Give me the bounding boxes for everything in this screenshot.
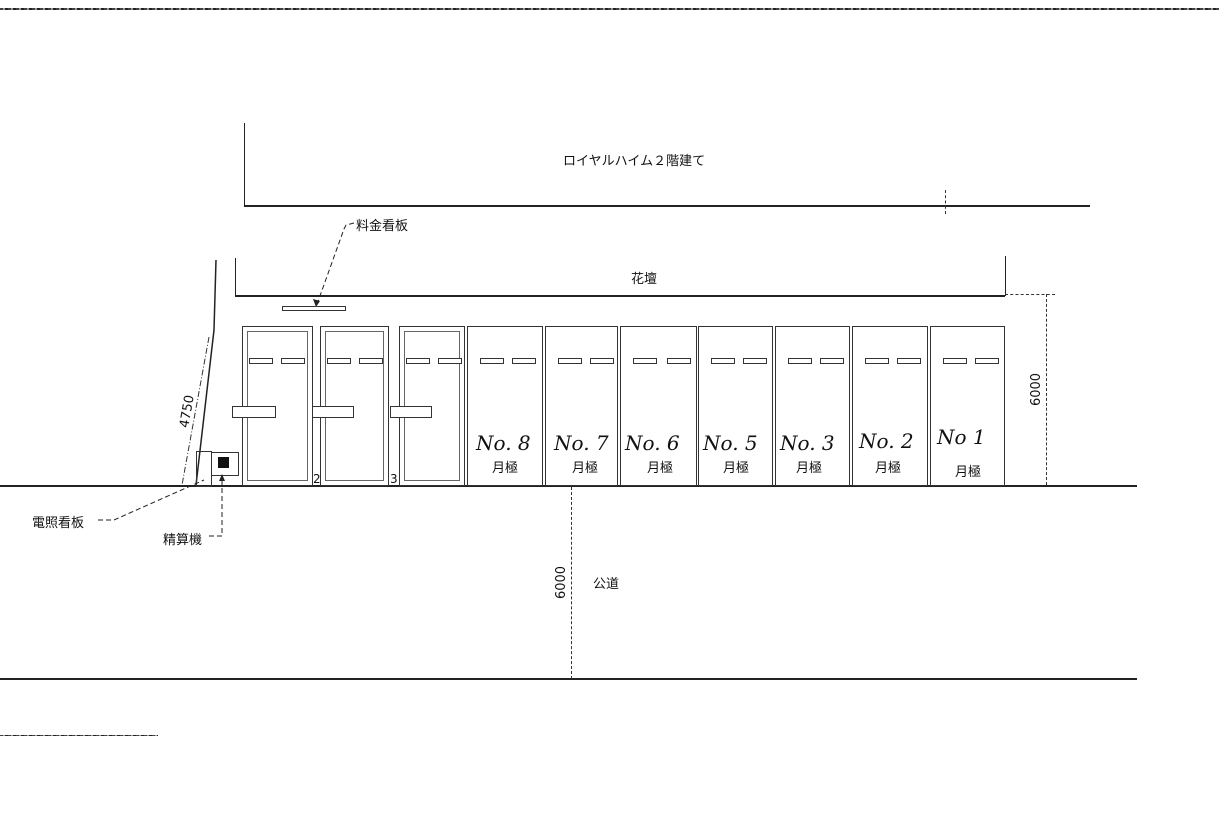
stall-no6-monthly: 月極 <box>647 461 674 476</box>
parking-stall-no7[interactable]: No. 7 月極 <box>545 326 618 486</box>
stall-no8-number: No. 8 <box>476 431 531 455</box>
road-label: 公道 <box>593 577 620 592</box>
stall-no3-monthly: 月極 <box>796 461 823 476</box>
left-boundary <box>181 259 217 486</box>
fee-sign-label: 料金看板 <box>356 219 409 234</box>
parking-stall-no3[interactable]: No. 3 月極 <box>775 326 850 486</box>
dim-right: 6000 <box>1029 372 1045 407</box>
building-left-wall <box>244 123 245 206</box>
dim-right-line <box>1046 294 1047 485</box>
lit-sign-label: 電照看板 <box>32 516 85 531</box>
parking-stall-no5[interactable]: No. 5 月極 <box>698 326 773 486</box>
stall-no7-monthly: 月極 <box>572 461 599 476</box>
stall-number-2: 2 <box>313 472 321 486</box>
road-edge <box>0 678 1137 680</box>
stall-no2-number: No. 2 <box>859 429 914 453</box>
dim-right-ext <box>1005 294 1055 295</box>
building-label: ロイヤルハイム２階建て <box>563 154 706 169</box>
scan-edge-top <box>0 8 1219 10</box>
stall-no1-number: No 1 <box>937 425 986 449</box>
parking-stall-no8[interactable]: No. 8 月極 <box>467 326 543 486</box>
fee-sign <box>282 306 346 311</box>
building-bottom-wall <box>244 205 1090 207</box>
lock-bar-3 <box>390 406 432 418</box>
flowerbed-left <box>235 258 236 296</box>
stall-no5-monthly: 月極 <box>723 461 750 476</box>
parking-stall-no6[interactable]: No. 6 月極 <box>620 326 697 486</box>
building-marker <box>945 190 946 214</box>
payment-machine-leader <box>209 474 225 537</box>
lock-bar-2 <box>312 406 354 418</box>
parking-stall-no2[interactable]: No. 2 月極 <box>852 326 928 486</box>
parking-stall-no1[interactable]: No 1 月極 <box>930 326 1005 486</box>
scan-edge-bottom <box>0 735 158 736</box>
fee-sign-leader <box>313 222 355 308</box>
payment-machine-label: 精算機 <box>163 533 203 548</box>
stall-no7-number: No. 7 <box>554 431 609 455</box>
flowerbed-bottom <box>235 295 1005 297</box>
payment-machine-screen <box>218 457 229 468</box>
parking-stall-coin-1[interactable] <box>242 326 313 486</box>
stall-no2-monthly: 月極 <box>875 461 902 476</box>
flowerbed-label: 花壇 <box>631 272 658 287</box>
lock-bar-1 <box>232 406 276 418</box>
dim-road-line <box>571 487 572 679</box>
payment-machine <box>211 452 239 476</box>
dim-road: 6000 <box>554 565 570 600</box>
stall-no8-monthly: 月極 <box>492 461 519 476</box>
stall-no5-number: No. 5 <box>703 431 758 455</box>
stall-no1-monthly: 月極 <box>955 465 982 480</box>
lit-sign-leader <box>98 479 205 521</box>
stall-no3-number: No. 3 <box>780 431 835 455</box>
stall-number-3: 3 <box>390 472 398 486</box>
flowerbed-right <box>1005 256 1006 296</box>
stall-no6-number: No. 6 <box>625 431 680 455</box>
